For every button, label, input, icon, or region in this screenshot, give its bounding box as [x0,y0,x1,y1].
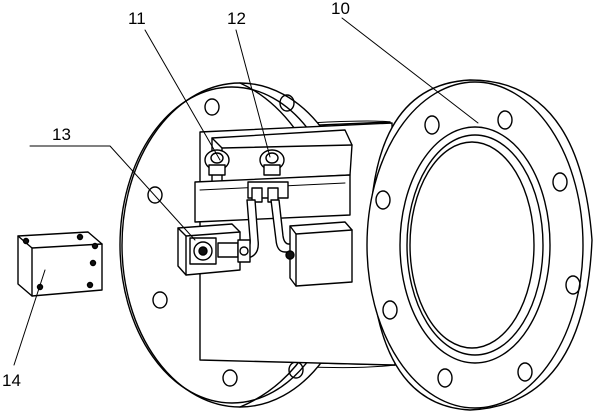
bolt-hole [375,190,391,210]
bolt-hole [279,94,295,112]
leader-14 [13,269,46,366]
label-part-11: 11 [128,9,146,28]
bolt-hole [552,172,568,192]
right-sensor-block [285,221,353,287]
bolt-hole [437,368,453,388]
bolt-hole [222,369,238,387]
bolt-hole [147,186,163,204]
label-part-14: 14 [2,371,21,390]
bolt-hole [565,275,581,295]
bolt-hole [204,98,220,116]
terminal-box-14 [17,231,103,297]
bolt-hole [424,115,440,135]
leader-10 [341,17,479,124]
bolt-hole [152,291,168,309]
bolt-hole [497,110,513,130]
fitting-11 [204,149,230,176]
bolt-hole [382,300,398,320]
label-part-10: 10 [331,0,350,18]
right-flange [366,79,593,411]
leader-13 [29,145,196,241]
leader-11 [144,29,221,161]
leader-lines [13,17,479,366]
fitting-12 [259,149,285,176]
label-part-13: 13 [52,125,71,144]
bolt-hole [517,362,533,382]
tube-connectors [235,181,298,259]
leader-12 [235,29,271,158]
sensor-module-13 [177,223,251,276]
label-part-12: 12 [227,9,246,28]
